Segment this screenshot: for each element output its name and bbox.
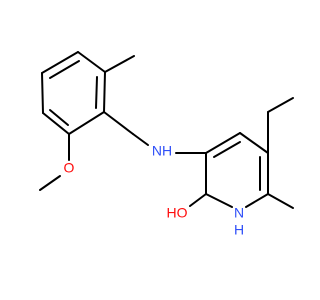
bond-ring-1 [205,132,241,154]
bond-benzene-3 [103,71,106,113]
ho-atom-label: HO [167,205,188,221]
pyridinone-ring [205,132,269,208]
bond-ethyl-2 [267,97,294,113]
molecule-structure-drawing: NH O HO N H [39,51,294,238]
bond-ring-methyl [267,193,294,209]
bond-benzene-4 [68,111,105,135]
bond-aryl-ch2 [103,111,134,135]
bond-benzene-double-c [49,109,69,126]
methoxy-o-atom-label: O [64,160,75,176]
bond-ring-2 [239,132,269,154]
ring-h-atom-label: H [234,222,244,238]
benzene-ring [41,51,106,135]
bond-benzene-double-a [49,60,80,79]
bond-benzene-2 [77,51,106,73]
bond-benzene-1 [41,51,79,74]
bond-ch2-nh [132,133,149,146]
bond-benzene-5 [42,112,70,135]
bond-ring-4 [245,193,269,208]
bond-ring-5 [205,193,233,208]
bond-aryl-methyl [104,55,135,73]
bond-ring-oh [189,193,207,207]
nh-atom-label: NH [152,143,172,159]
ring-n-atom-label: N [234,205,244,221]
bond-benzene-double-b [95,76,98,109]
bond-benzene-6 [41,72,44,114]
bond-ring-double-a [213,141,241,158]
bond-o-methyl [39,175,61,191]
